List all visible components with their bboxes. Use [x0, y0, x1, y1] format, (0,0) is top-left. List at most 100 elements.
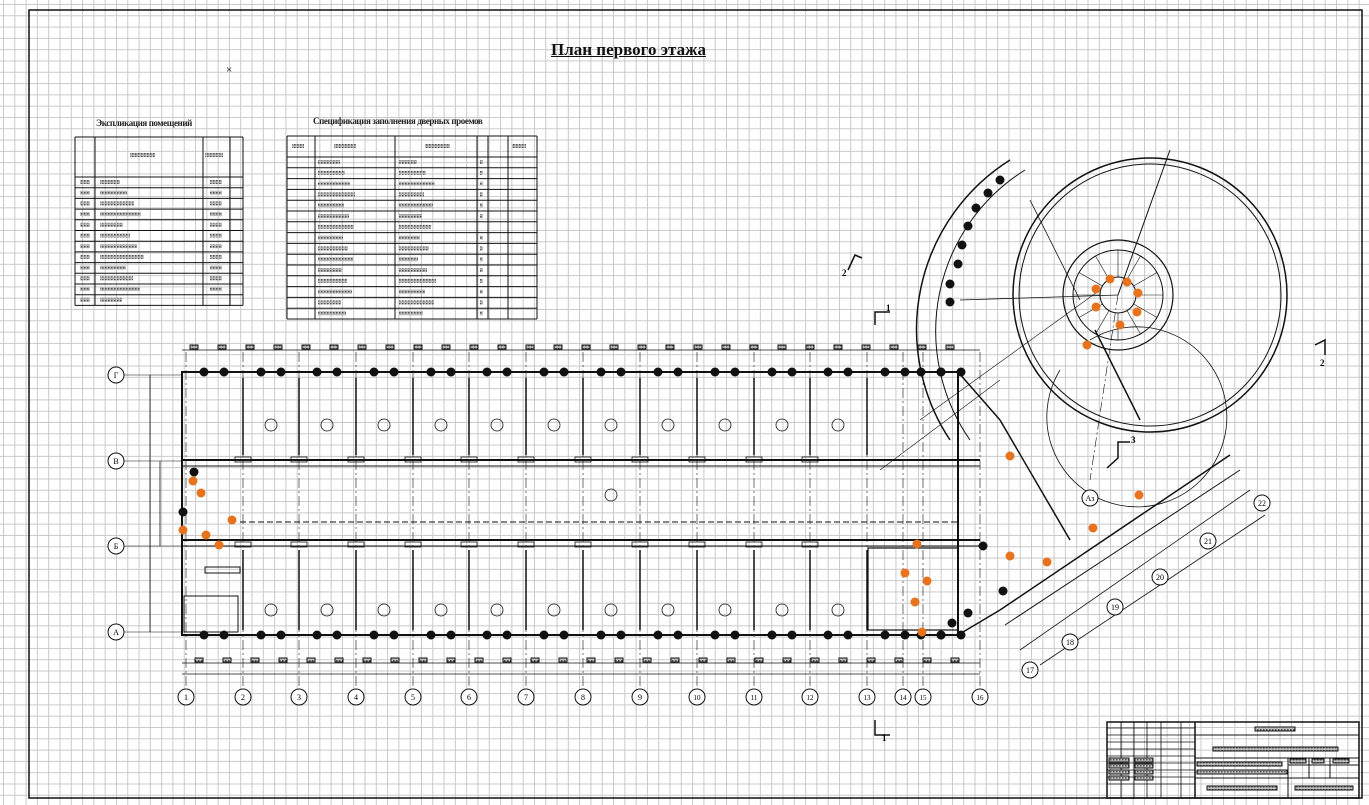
hatched-text [194, 657, 204, 663]
column [953, 259, 963, 269]
marked-column [1134, 490, 1144, 500]
hatched-text [418, 657, 428, 663]
column [219, 367, 229, 377]
hatched-text [749, 344, 759, 350]
hatched-text [357, 344, 367, 350]
hatched-text [1196, 769, 1288, 775]
hatched-text [334, 657, 344, 663]
column [710, 367, 720, 377]
axis-label: 11 [751, 694, 758, 702]
hatched-text [318, 311, 346, 316]
hatched-text [1134, 769, 1154, 775]
hatched-text [480, 192, 483, 197]
hatched-text [306, 657, 316, 663]
room-number [434, 603, 448, 617]
hatched-text [100, 222, 123, 227]
axis-label: 20 [1156, 573, 1164, 582]
hatched-text [318, 214, 349, 218]
hatched-text [413, 344, 423, 350]
axis-bubble-В: В [107, 452, 125, 470]
column [502, 630, 512, 640]
column [332, 367, 342, 377]
axis-bubble-13: 13 [858, 688, 876, 706]
lobby [183, 595, 239, 633]
hatched-text [210, 233, 222, 238]
marked-column [178, 525, 188, 535]
hatched-text [1206, 785, 1278, 791]
column [482, 367, 492, 377]
hatched-text [399, 181, 435, 186]
hatched-text [1289, 758, 1307, 764]
hatched-text [100, 265, 126, 270]
axis-label: 7 [524, 693, 528, 702]
door [290, 456, 308, 463]
column [653, 630, 663, 640]
axis-bubble-20: 20 [1151, 568, 1169, 586]
column [189, 467, 199, 477]
door [460, 541, 478, 548]
hatched-text [480, 257, 483, 262]
hatched-text [810, 657, 820, 663]
door [688, 456, 706, 463]
axis-label: Б [114, 542, 119, 551]
column [936, 630, 946, 640]
column [730, 367, 740, 377]
cross-mark: × [226, 64, 232, 76]
drawing-title: План первого этажа [551, 40, 706, 59]
hatched-text [318, 289, 352, 294]
door [745, 456, 763, 463]
column [945, 297, 955, 307]
marked-column [1091, 284, 1101, 294]
hatched-text [210, 265, 222, 270]
marked-column [1091, 302, 1101, 312]
hatched-text [425, 144, 450, 148]
room-number [718, 418, 732, 432]
hatched-text [1134, 775, 1154, 781]
room-number [547, 603, 561, 617]
axis-label: Г [114, 371, 119, 380]
marked-column [1105, 274, 1115, 284]
column [767, 367, 777, 377]
room-number [490, 603, 504, 617]
hatched-text [318, 246, 348, 251]
hatched-text [292, 144, 304, 148]
axis-bubble-6: 6 [460, 688, 478, 706]
hatched-text [399, 300, 434, 305]
hatched-text [1196, 761, 1283, 767]
column [276, 367, 286, 377]
section-label: 3 [1131, 435, 1136, 445]
door [290, 541, 308, 548]
axis-bubble-Б: Б [107, 537, 125, 555]
axis-label: 10 [694, 694, 702, 702]
stair-rail [204, 566, 241, 574]
hatched-text [399, 268, 427, 272]
hatched-text [480, 214, 483, 218]
column [199, 630, 209, 640]
column [482, 630, 492, 640]
hatched-text [866, 657, 876, 663]
column [256, 367, 266, 377]
room-number [831, 418, 845, 432]
column [369, 630, 379, 640]
hatched-text [917, 344, 927, 350]
room-number [377, 603, 391, 617]
hatched-text [399, 160, 417, 164]
hatched-text [318, 300, 341, 305]
hatched-text [1108, 775, 1130, 781]
hatched-text [100, 201, 134, 206]
column [369, 367, 379, 377]
door [801, 541, 819, 548]
axis-bubble-9: 9 [631, 688, 649, 706]
hatched-text [637, 344, 647, 350]
hatched-text [399, 214, 422, 218]
hatched-text [399, 224, 431, 229]
hatched-text [399, 170, 426, 175]
hatched-text [318, 181, 350, 186]
hatched-text [512, 144, 526, 148]
axis-label: 6 [467, 693, 471, 702]
room-number [264, 603, 278, 617]
hatched-text [100, 297, 122, 302]
hatched-text [130, 153, 155, 157]
